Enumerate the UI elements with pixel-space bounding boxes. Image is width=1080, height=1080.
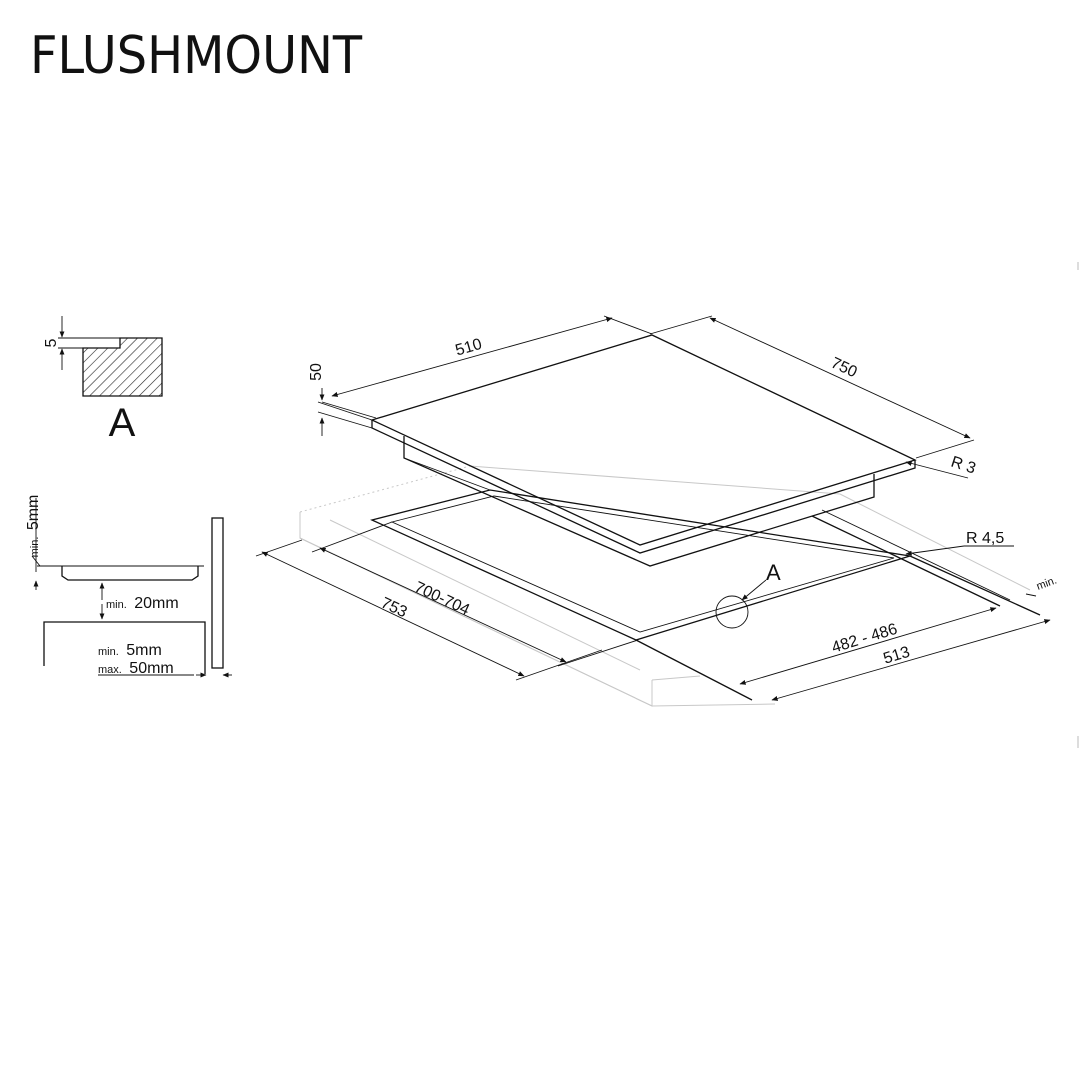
worktop-bottom-edge <box>651 703 776 707</box>
detail-a-reference-circle <box>715 595 749 629</box>
hob-body <box>403 436 875 567</box>
worktop-back-edge <box>299 465 471 513</box>
dim-750-label: 750 <box>828 355 859 382</box>
section-min-edge-prefix: min. <box>29 537 41 558</box>
section-gap-label: min. 20mm <box>106 595 179 612</box>
section-thickness-min-label: min. 5mm <box>98 642 162 659</box>
dim-750-ext-left <box>649 315 713 335</box>
section-min-edge-value: 5mm <box>25 495 42 531</box>
detail-a-label: A <box>109 401 136 445</box>
worktop-inner-line <box>329 519 641 671</box>
dim-513-line <box>771 619 1051 701</box>
dim-753-line <box>261 551 525 677</box>
section-thickness-max-label: max. 50mm <box>98 660 174 677</box>
side-section: min. 5mm min. 20mm min. 5mm max. 50mm <box>25 495 232 678</box>
hob-glass-edge <box>371 420 916 554</box>
hob-body-base <box>403 457 491 491</box>
dim-700-704-ext-right <box>557 639 639 667</box>
dim-750-ext-right <box>915 439 975 459</box>
cutout-outer <box>370 489 911 641</box>
dim-50-ext-top <box>317 401 373 421</box>
worktop-outline <box>299 465 1031 707</box>
dim-50-label: 50 <box>308 363 325 381</box>
dim-r3-leader <box>905 460 969 479</box>
dim-r45-leader <box>905 545 965 556</box>
dim-min-side-arrow <box>1025 593 1037 597</box>
section-min-5mm-tick <box>31 555 41 567</box>
worktop-top-edge <box>651 675 701 681</box>
dim-510-ext-left <box>321 401 377 419</box>
detail-a: 5 A <box>43 316 163 445</box>
page-title: FLUSHMOUNT <box>30 26 363 86</box>
dim-753-ext-right <box>515 649 603 681</box>
dim-510-ext-right <box>603 315 653 335</box>
cutout-front-right-edge <box>635 639 753 701</box>
section-thickness-max-prefix: max. <box>98 664 122 676</box>
section-gap-value: 20mm <box>134 595 178 612</box>
dim-700-704-ext-left <box>311 521 393 553</box>
dim-50-ext-bottom <box>317 411 373 429</box>
detail-a-profile <box>82 337 163 397</box>
cutout-side-edge-inner <box>821 509 1011 601</box>
worktop-front-face <box>299 512 653 707</box>
worktop-back-line <box>469 465 1031 591</box>
detail-a-reference-label: A <box>766 560 781 585</box>
section-thickness-max-value: 50mm <box>129 660 173 677</box>
detail-a-depth-label: 5 <box>43 338 60 347</box>
hob <box>370 334 917 567</box>
section-min-edge-label: min. 5mm <box>25 495 42 558</box>
section-hob-body <box>61 566 199 581</box>
cutout-side-edge <box>811 515 1001 607</box>
dim-753-label: 753 <box>378 595 409 622</box>
detail-a-reference-arrow <box>741 579 767 601</box>
section-thickness-min-value: 5mm <box>126 642 162 659</box>
dim-r45-label: R 4,5 <box>966 530 1004 547</box>
dimension-lines: 510 750 50 R 3 R 4,5 700-704 753 482 - 4… <box>255 315 1059 701</box>
dim-753-ext-left <box>255 539 303 557</box>
cutout <box>370 489 1041 701</box>
dim-min-side-label: min. <box>1035 574 1059 592</box>
dim-750-line <box>709 317 971 439</box>
dim-r3-label: R 3 <box>949 454 978 478</box>
section-wall-panel <box>211 517 224 669</box>
section-gap-prefix: min. <box>106 599 127 611</box>
dim-513-label: 513 <box>881 644 912 668</box>
cutout-right-edge <box>909 555 1041 616</box>
dim-510-line <box>331 317 613 397</box>
section-thickness-min-prefix: min. <box>98 646 119 658</box>
section-cabinet <box>43 621 206 674</box>
dim-510-label: 510 <box>454 336 484 360</box>
